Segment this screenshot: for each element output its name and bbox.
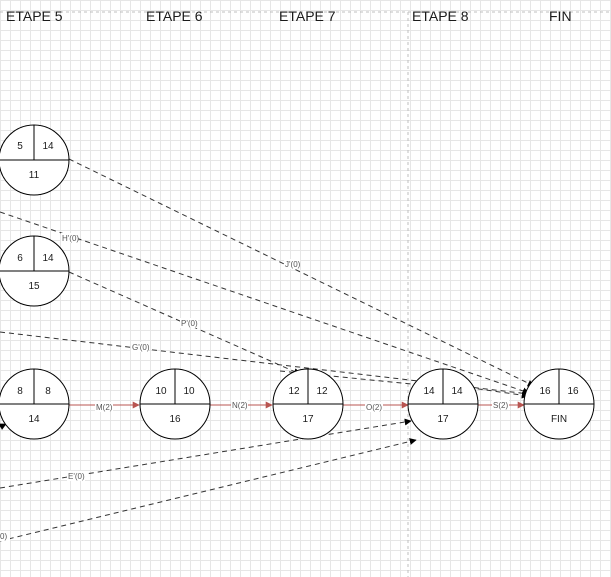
edge-k-line[interactable]: [279, 370, 423, 388]
node-id: 17: [302, 414, 314, 425]
node-id: 16: [169, 414, 181, 425]
node-early-start: 16: [539, 386, 551, 397]
edge-label-p: P'(0): [181, 319, 198, 328]
node-5-14-11[interactable]: 5 14 11: [0, 124, 70, 196]
node-late-start: 8: [45, 386, 51, 397]
node-early-start: 6: [17, 253, 23, 264]
node-early-start: 12: [288, 386, 300, 397]
stage-title-etape-6: ETAPE 6: [146, 8, 203, 24]
edge-e-line[interactable]: [0, 418, 412, 489]
edge-label-o: O(2): [366, 403, 382, 412]
node-fin[interactable]: 16 16 FIN: [523, 368, 595, 440]
node-late-start: 14: [451, 386, 463, 397]
node-14-14-17[interactable]: 14 14 17: [407, 368, 479, 440]
edge-h-line[interactable]: [0, 211, 530, 395]
edge-incoming-left: [0, 423, 7, 430]
node-id: 15: [28, 281, 40, 292]
edge-label-x: 0): [0, 532, 7, 541]
node-late-start: 12: [316, 386, 328, 397]
stage-title-fin: FIN: [549, 8, 572, 24]
edge-label-e: E'(0): [68, 472, 85, 481]
node-early-start: 5: [17, 141, 23, 152]
edge-label-h: H'(0): [62, 234, 79, 243]
node-8-8-14[interactable]: 8 8 14: [0, 368, 70, 440]
node-10-10-16[interactable]: 10 10 16: [139, 368, 211, 440]
node-id: FIN: [551, 414, 567, 425]
edge-label-m: M(2): [96, 403, 113, 412]
node-early-start: 8: [17, 386, 23, 397]
edge-label-s: S(2): [493, 401, 508, 410]
node-id: 17: [437, 414, 449, 425]
node-early-start: 14: [423, 386, 435, 397]
node-id: 14: [28, 414, 40, 425]
stage-title-etape-5: ETAPE 5: [6, 8, 63, 24]
node-late-start: 14: [42, 253, 54, 264]
node-early-start: 10: [155, 386, 167, 397]
edge-label-j: J'(0): [285, 260, 301, 269]
node-6-14-15[interactable]: 6 14 15: [0, 235, 70, 307]
node-late-start: 14: [42, 141, 54, 152]
node-12-12-17[interactable]: 12 12 17: [272, 368, 344, 440]
edge-x-line[interactable]: [0, 438, 417, 542]
node-late-start: 16: [567, 386, 579, 397]
stage-title-etape-7: ETAPE 7: [279, 8, 336, 24]
edge-label-n: N(2): [232, 401, 248, 410]
edge-label-g: G'(0): [132, 343, 150, 352]
node-id: 11: [29, 170, 40, 181]
node-late-start: 10: [183, 386, 195, 397]
stage-title-etape-8: ETAPE 8: [412, 8, 469, 24]
